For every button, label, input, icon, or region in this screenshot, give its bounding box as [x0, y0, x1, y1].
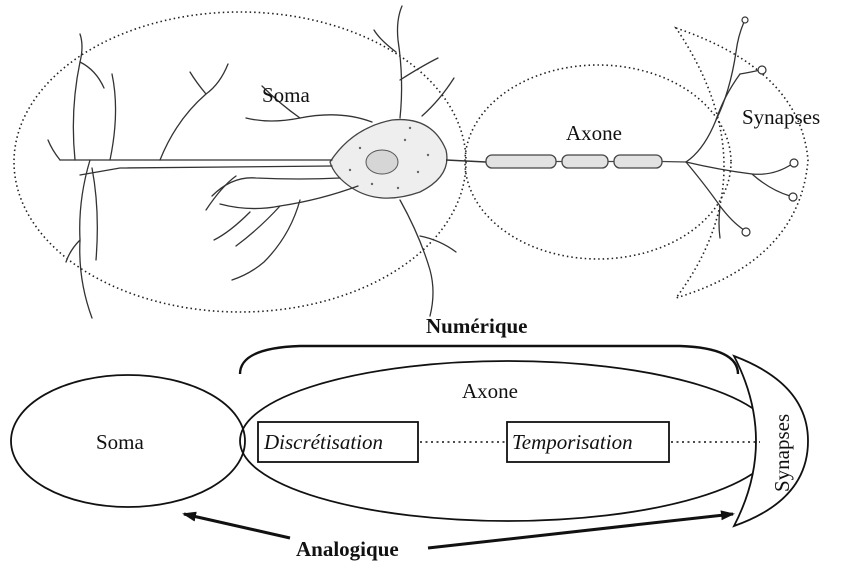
discretisation-label: Discrétisation: [263, 430, 383, 454]
functional-schematic: Numérique Soma Axone Synapses Discrétisa…: [11, 314, 808, 561]
bottom-axone-label: Axone: [462, 379, 518, 403]
axon-line: [446, 160, 486, 162]
bottom-synapses-label: Synapses: [770, 414, 794, 492]
numerique-brace: [240, 346, 738, 374]
numerique-label: Numérique: [426, 314, 528, 338]
axon-terminals: [686, 22, 792, 238]
analogique-arrow-left: [184, 514, 290, 538]
top-axone-label: Axone: [566, 121, 622, 145]
temporisation-label: Temporisation: [512, 430, 633, 454]
top-synapses-label: Synapses: [742, 105, 820, 129]
myelin-sheaths: [486, 155, 662, 168]
bottom-soma-label: Soma: [96, 430, 145, 454]
analogique-label: Analogique: [296, 537, 399, 561]
synapses-region-outline: [676, 28, 808, 298]
neuron-illustration: Soma Axone Synapses: [14, 6, 820, 318]
top-soma-label: Soma: [262, 83, 311, 107]
analogique-arrow-right: [428, 514, 733, 548]
nucleus: [366, 150, 398, 174]
